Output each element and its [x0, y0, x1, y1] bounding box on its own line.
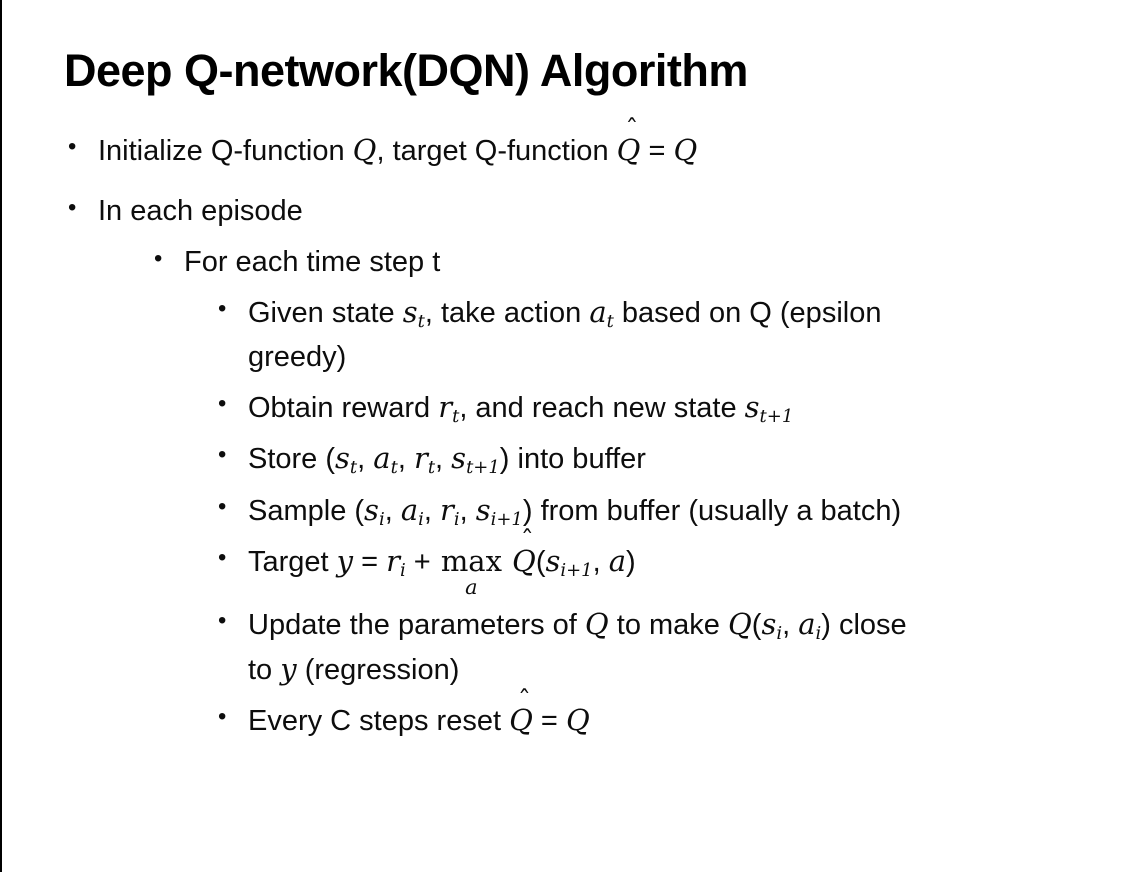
bullet-marker: •: [218, 390, 227, 418]
math-subscript: t+1: [759, 406, 794, 428]
bullet-marker: •: [218, 607, 227, 635]
bullet-item: • In each episode: [2, 189, 1082, 233]
bullet-marker: •: [68, 133, 77, 160]
math-symbol: a: [373, 441, 391, 476]
math-subscript: t: [417, 311, 425, 333]
math-symbol: Q: [727, 607, 752, 642]
bullet-item: • Sample (si, ai, ri, si+1) from buffer (…: [2, 488, 1082, 533]
bullet-marker: •: [218, 543, 227, 571]
bullet-item: •Given state st, take action at based on…: [2, 290, 1082, 379]
math-symbol: a: [589, 295, 607, 330]
bullet-text: Store (st, at, rt, st+1) into buffer: [248, 441, 646, 479]
bullet-marker: •: [218, 295, 227, 323]
math-symbol: s: [545, 543, 561, 578]
math-subscript: i: [378, 508, 385, 530]
math-symbol: y: [336, 543, 354, 578]
bullet-text: For each time step t: [184, 246, 441, 279]
math-symbol: Q: [565, 703, 590, 738]
math-subscript: i: [815, 623, 822, 645]
math-symbol: a: [608, 543, 627, 578]
math-symbol: r: [413, 441, 428, 476]
bullet-marker: •: [68, 194, 77, 222]
bullet-text: Given state st, take action at based on …: [248, 295, 882, 374]
bullet-text: Initialize Q-function Q, target Q-functi…: [98, 115, 1082, 173]
bullet-text: In each episode: [98, 195, 303, 228]
bullet-item: • Update the parameters of Q to make Q(si…: [2, 602, 1082, 692]
bullet-marker: •: [218, 441, 227, 469]
math-subscript: t: [390, 457, 398, 479]
math-subscript: t: [427, 457, 436, 479]
math-subscript: t: [452, 406, 460, 428]
math-subscript: t: [349, 457, 358, 479]
math-subscript: i: [453, 508, 460, 530]
math-subscript: t+1: [466, 457, 500, 479]
math-symbol: r: [439, 492, 454, 527]
math-subscript: i+1: [490, 508, 523, 530]
math-symbol: y: [280, 652, 297, 687]
math-symbol: s: [402, 295, 418, 330]
math-subscript: t: [606, 311, 614, 333]
bullet-item: •Obtain reward rt, and reach new state s…: [2, 385, 1082, 430]
slide-title: Deep Q-network(DQN) Algorithm: [64, 45, 748, 96]
math-symbol: s: [335, 441, 350, 476]
math-symbol: r: [438, 390, 453, 425]
math-symbol: Q: [673, 133, 698, 167]
math-symbol: r: [386, 543, 400, 578]
math-symbol: Q: [584, 607, 609, 642]
bullet-item: • For each time step t: [2, 240, 1082, 284]
bullet-item: • Initialize Q-function Q, target Q-funct…: [2, 115, 1082, 173]
bullet-text: Sample (si, ai, ri, si+1) from buffer (u…: [248, 492, 902, 530]
math-subscript: i: [400, 559, 406, 581]
math-subscript: i: [776, 623, 783, 645]
bullet-item: • Store (st, at, rt, st+1) into buffer: [2, 436, 1082, 481]
math-subscript: i: [418, 508, 424, 530]
math-symbol: s: [744, 390, 760, 425]
bullet-marker: •: [154, 245, 163, 273]
math-symbol: s: [761, 607, 777, 642]
math-symbol: s: [451, 441, 467, 476]
math-symbol: Q: [352, 133, 377, 167]
bullet-marker: •: [218, 492, 227, 520]
bullet-list: • Initialize Q-function Q, target Q-funct…: [2, 115, 1124, 744]
math-subscript: i+1: [560, 559, 593, 581]
math-symbol: s: [364, 492, 379, 527]
bullet-marker: •: [218, 703, 227, 731]
math-symbol: a: [798, 607, 816, 642]
bullet-text: Obtain reward rt, and reach new state st…: [248, 390, 794, 428]
math-symbol: a: [400, 492, 419, 527]
bullet-text: Update the parameters of Q to make Q(si,…: [248, 607, 907, 687]
math-symbol: s: [475, 492, 491, 527]
